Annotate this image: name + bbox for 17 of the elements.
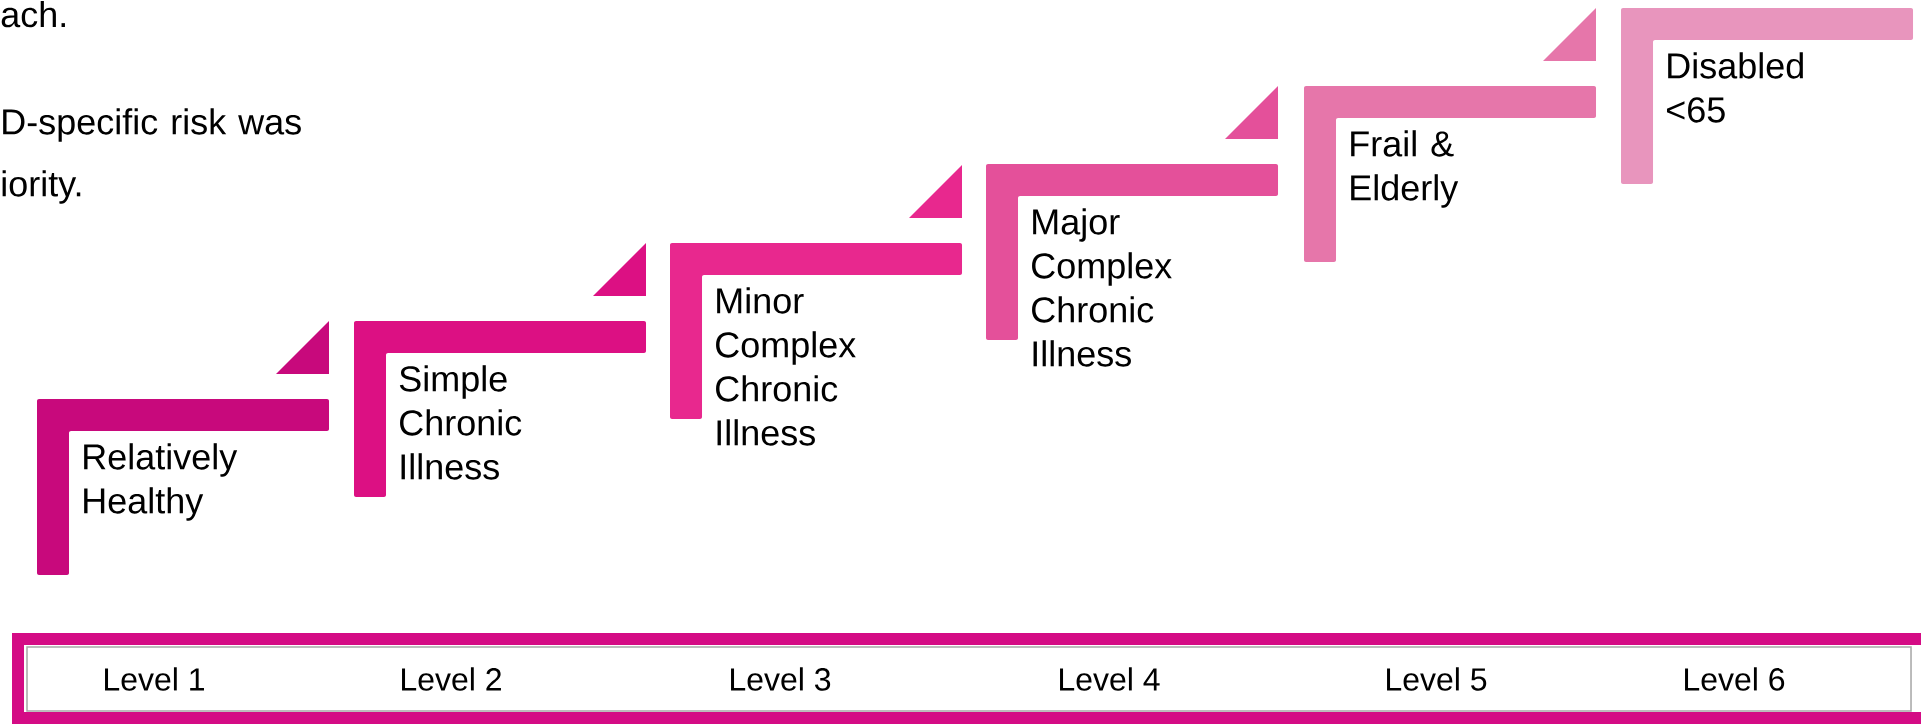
level-label: Level 4 [1060, 667, 1160, 691]
paragraph-text: D-specific risk was iority. [2, 108, 301, 204]
level-label: Level 5 [1387, 667, 1487, 691]
paragraph-text: ach. [1, 0, 65, 28]
stair-step: Simple Chronic Illness [354, 243, 646, 497]
level-label: Level 2 [402, 667, 501, 691]
stair-step: Frail & Elderly [1304, 8, 1596, 262]
level-label: Level 1 [105, 667, 204, 691]
level-label: Level 6 [1685, 667, 1785, 691]
stair-step: Disabled <65 [1621, 8, 1913, 184]
stair-step: Relatively Healthy [37, 321, 329, 575]
stair-step: Minor Complex Chronic Illness [670, 165, 962, 446]
level-label: Level 3 [731, 667, 831, 691]
node-label: Illness [717, 419, 815, 446]
level-bar [12, 633, 1921, 724]
node-label: Illness [1033, 340, 1131, 367]
stair-step: Major Complex Chronic Illness [986, 86, 1278, 367]
